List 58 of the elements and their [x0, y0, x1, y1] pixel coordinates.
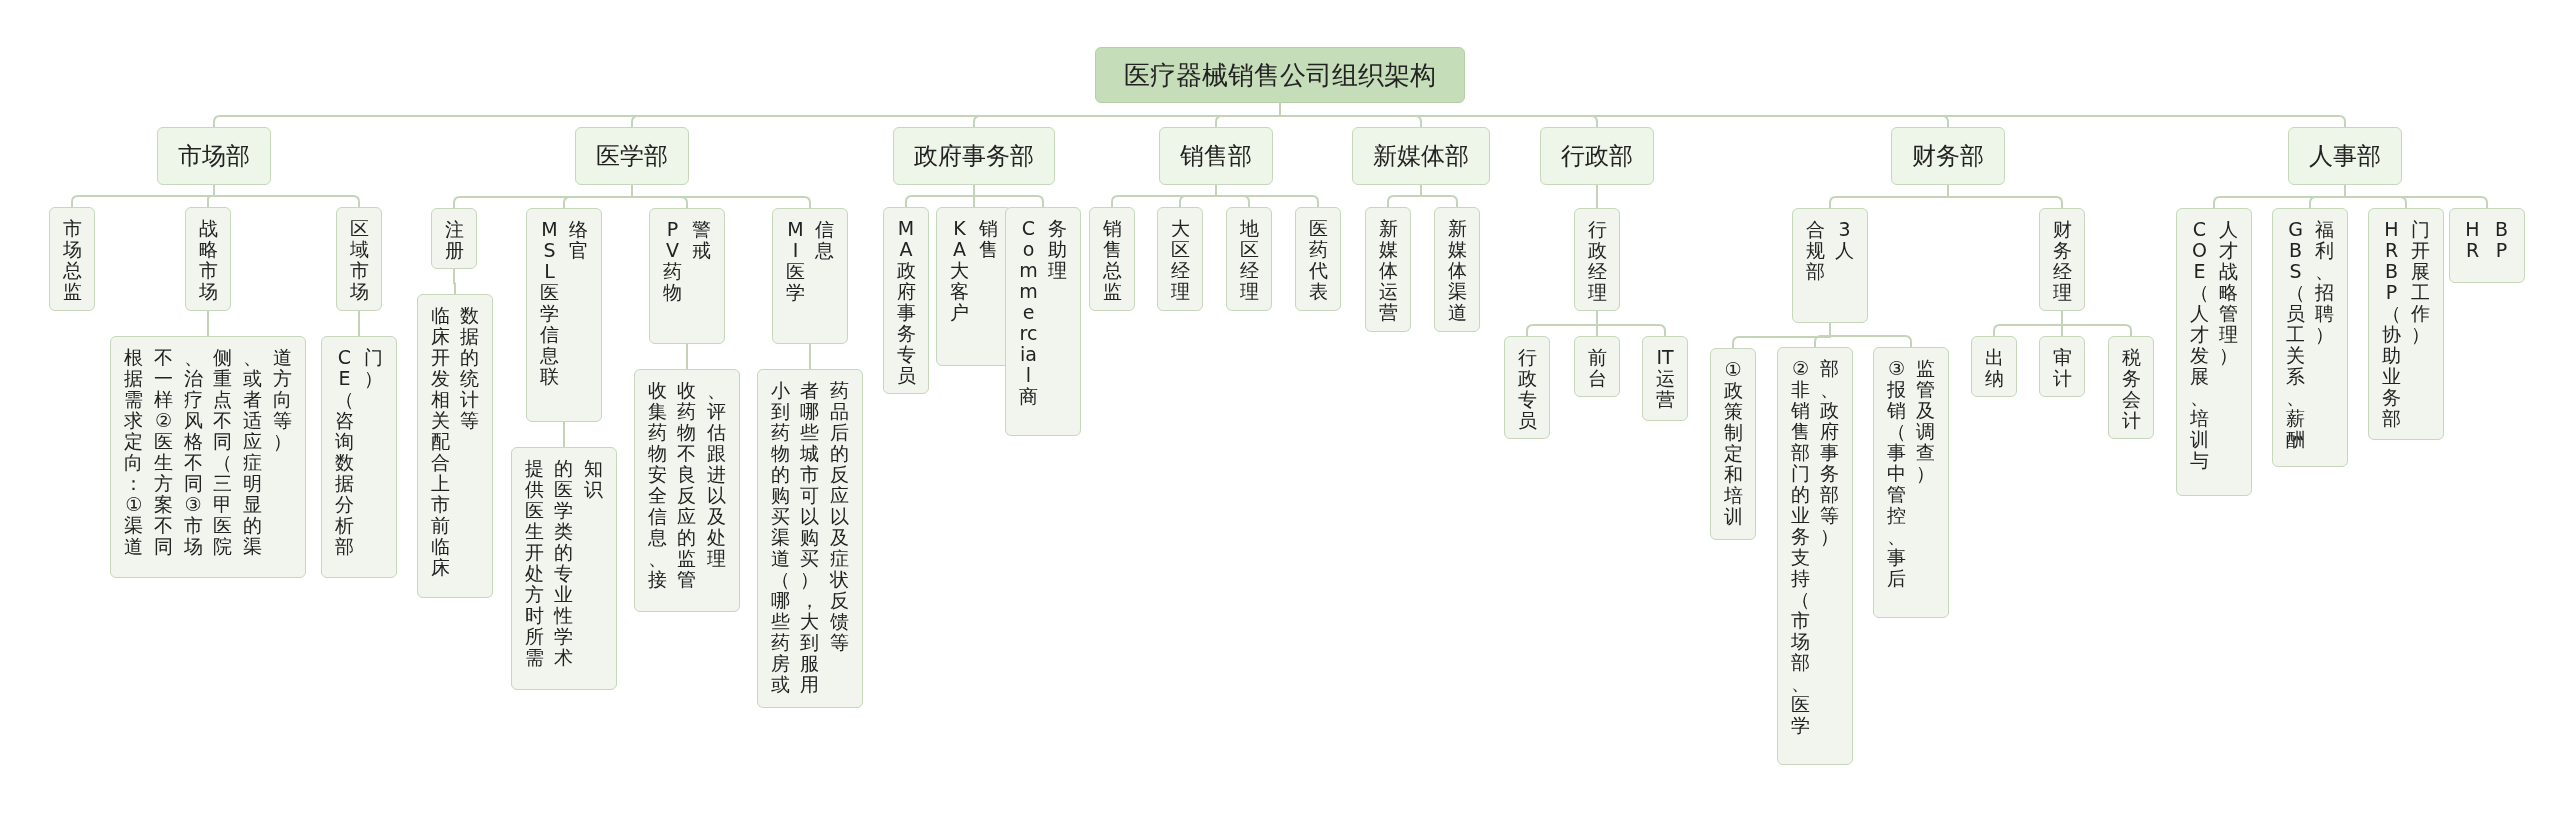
position-box: 大区经理 — [1157, 207, 1203, 311]
description-box: HRBP（协助业务部门开展工作） — [2368, 208, 2444, 440]
position-box: 战略市场 — [185, 207, 231, 311]
position-box: 财务经理 — [2039, 208, 2085, 311]
position-box: 审计 — [2039, 336, 2085, 397]
position-box: 行政专员 — [1504, 336, 1550, 439]
position-box: 行政经理 — [1574, 208, 1620, 311]
connector-line — [563, 421, 565, 448]
position-box: 出纳 — [1971, 336, 2017, 397]
connector-line — [207, 310, 209, 337]
connector-line — [686, 343, 688, 370]
department-box: 政府事务部 — [893, 127, 1055, 185]
position-box: 新媒体渠道 — [1434, 207, 1480, 332]
connector-line — [809, 343, 811, 370]
position-box: Commercial 商务助理 — [1005, 207, 1081, 436]
position-box: PV 药物警戒 — [649, 208, 725, 344]
position-box: MSL 医学信息联络官 — [526, 208, 602, 422]
position-box: MI 医学信息 — [772, 208, 848, 344]
connector-line — [631, 184, 811, 209]
description-box: 临床开发相关配合上市前临床数据的统计等 — [417, 294, 493, 598]
position-box: 市场总监 — [49, 207, 95, 311]
root-topic-box: 医疗器械销售公司组织架构 — [1095, 47, 1465, 103]
position-box: 税务会计 — [2108, 336, 2154, 439]
description-box: 收集药物安全信息、接收药物不良反应的监管、评估跟进以及处理 — [634, 369, 740, 612]
position-box: 新媒体运营 — [1365, 207, 1411, 332]
description-box: CE（咨询数据分析部门） — [321, 336, 397, 578]
description-box: 根据需求定向：① 渠道不一样 ② 医生方案不同、治疗风格不同 ③ 市场侧重点不同（三甲医院、或者适应症明显的渠道方向等） — [110, 336, 306, 578]
department-box: 人事部 — [2288, 127, 2402, 185]
department-box: 行政部 — [1540, 127, 1654, 185]
connector-line — [453, 268, 456, 295]
department-box: 新媒体部 — [1352, 127, 1490, 185]
description-box: 提供医生开处方时所需的医学类的专业性学术知识 — [511, 447, 617, 690]
description-box: ③ 报销（事中管控、事后监管及调查） — [1873, 347, 1949, 618]
connector-line — [1829, 322, 1912, 348]
description-box: COE（人才发展、培训与人才战略管理） — [2176, 208, 2252, 496]
description-box: 小到药物的购买渠道（哪些药房或者哪些城市可以购买），大到服用药品后的反应以及症状反馈等 — [757, 369, 863, 708]
description-box: GBS（员工关系、薪酬福利、招聘） — [2272, 208, 2348, 467]
position-box: 注册 — [431, 208, 477, 269]
connector-line — [358, 310, 360, 337]
description-box: ① 政策制定和培训 — [1710, 348, 1756, 540]
department-box: 销售部 — [1159, 127, 1273, 185]
position-box: IT 运营 — [1642, 336, 1688, 421]
department-box: 医学部 — [575, 127, 689, 185]
position-box: 区域市场 — [336, 207, 382, 311]
department-box: 财务部 — [1891, 127, 2005, 185]
description-box: ② 非销售部门的业务支持（市场部、医学部、政府事务部等） — [1777, 347, 1853, 765]
position-box: 地区经理 — [1226, 207, 1272, 311]
position-box: MA 政府事务专员 — [883, 207, 929, 394]
connector-line — [1947, 184, 2063, 209]
connector-line — [2344, 184, 2488, 209]
position-box: 医药代表 — [1295, 207, 1341, 311]
connector-line — [1596, 310, 1666, 337]
position-box: HRBP — [2449, 208, 2525, 283]
position-box: 合规部3人 — [1792, 208, 1868, 323]
department-box: 市场部 — [157, 127, 271, 185]
position-box: 销售总监 — [1089, 207, 1135, 311]
connector-line — [1596, 184, 1598, 209]
position-box: 前台 — [1574, 336, 1620, 397]
